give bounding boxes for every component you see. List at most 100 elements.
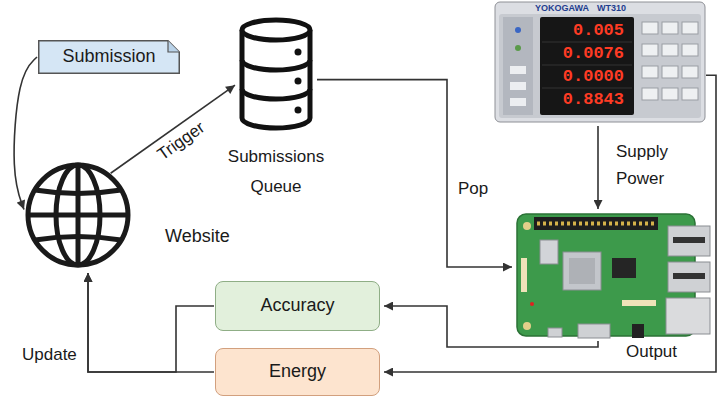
result-box: Accuracy <box>215 281 380 331</box>
node-text: 0.0000 <box>544 65 624 88</box>
connector-arrow <box>111 85 235 173</box>
document-fold <box>168 41 179 52</box>
power-meter-part <box>682 22 698 34</box>
database-icon-part <box>242 89 310 99</box>
raspberry-pi-board-part <box>521 258 527 292</box>
power-meter-part <box>682 44 698 56</box>
power-meter-part <box>499 14 701 118</box>
result-box: Energy <box>215 348 380 396</box>
raspberry-pi-board-part <box>523 322 531 330</box>
text-group: Energy <box>216 349 379 395</box>
website-node: Website <box>23 160 133 270</box>
text-group: Submission <box>38 40 180 74</box>
raspberry-pi-board-part <box>632 324 644 338</box>
globe-icon-part <box>28 213 128 218</box>
power-meter-part <box>510 66 526 74</box>
power-meter-part <box>510 82 526 90</box>
node-text: Website <box>165 226 230 248</box>
power-meter-part <box>515 27 521 33</box>
node-text: WT310 <box>597 3 626 14</box>
raspberry-pi-board <box>517 214 710 338</box>
raspberry-pi-board-part <box>612 258 636 278</box>
power-meter-part <box>515 45 521 51</box>
edge-label-anchor: Supply Power <box>614 138 694 192</box>
queue-node: Submissions Queue <box>240 18 312 130</box>
raspberry-pi-board-part <box>569 258 595 284</box>
power-meter-part <box>662 66 678 78</box>
raspberry-pi-board-part <box>673 273 705 279</box>
database-icon-part <box>242 30 310 128</box>
power-meter-part <box>682 66 698 78</box>
edge-label-anchor: Pop <box>456 178 490 199</box>
raspberry-pi-board-part <box>530 302 534 306</box>
connector-arrow <box>384 306 598 347</box>
node-text: Submissions Queue <box>216 142 336 202</box>
node-text: 0.8843 <box>544 88 624 111</box>
power-meter-part <box>662 88 678 100</box>
power-meter-node: YOKOGAWA WT310 0.0050.00760.00000.8843 <box>495 2 705 124</box>
raspberry-pi-board-part <box>622 300 656 306</box>
globe-icon-part <box>28 165 128 265</box>
edge-label-anchor: Trigger <box>152 116 211 166</box>
edge-label: Pop <box>456 178 490 199</box>
node-text: 0.0076 <box>544 42 624 65</box>
text-group: YOKOGAWA WT310 <box>535 3 626 14</box>
raspberry-pi-node <box>515 212 715 340</box>
connector-arrow <box>88 273 214 372</box>
database-icon <box>242 20 310 128</box>
raspberry-pi-board-part <box>540 240 558 264</box>
power-meter-part <box>495 2 705 122</box>
raspberry-pi-board-part <box>666 298 710 334</box>
power-meter-part <box>682 88 698 100</box>
power-meter-part <box>503 17 533 115</box>
node-text: YOKOGAWA <box>535 3 589 14</box>
raspberry-pi-board-part <box>523 222 531 230</box>
node-text: Submission <box>62 46 155 68</box>
text-group: Submissions Queue <box>216 142 336 202</box>
power-meter-part <box>542 42 632 43</box>
text-group: Accuracy <box>216 282 379 330</box>
power-meter <box>495 2 705 122</box>
power-meter-part <box>642 88 658 100</box>
globe-icon-part <box>35 237 121 241</box>
connector-arrow <box>597 126 599 209</box>
text-group: Website <box>165 226 230 248</box>
connector-arrow <box>14 57 37 210</box>
edge-label: Output <box>624 341 679 362</box>
edge-label: Update <box>20 344 79 365</box>
submission-document: Submission <box>38 40 180 74</box>
database-icon-part <box>295 107 302 114</box>
connector-arrow <box>88 273 214 372</box>
power-meter-part <box>542 65 632 66</box>
power-meter-part <box>542 88 632 89</box>
power-meter-part <box>642 66 658 78</box>
edge-label: Trigger <box>152 116 211 166</box>
raspberry-pi-board-part <box>563 252 601 290</box>
connector-arrow <box>317 80 512 267</box>
raspberry-pi-board-part <box>578 324 610 338</box>
database-icon-part <box>295 78 302 85</box>
globe-icon-part <box>35 190 121 194</box>
raspberry-pi-board-part <box>548 328 562 337</box>
node-text: Energy <box>269 361 326 383</box>
edge-label: Supply Power <box>614 138 694 192</box>
raspberry-pi-board-part <box>668 262 710 292</box>
node-text: Accuracy <box>260 295 334 317</box>
power-meter-part <box>662 22 678 34</box>
document-shape <box>39 41 180 74</box>
power-meter-part <box>642 44 658 56</box>
power-meter-part <box>510 98 526 106</box>
database-icon-part <box>242 20 310 40</box>
power-meter-part <box>662 44 678 56</box>
raspberry-pi-board-part <box>673 237 705 243</box>
edge-label-anchor: Output <box>624 341 679 362</box>
node-text: 0.005 <box>544 19 624 42</box>
database-icon-part <box>242 60 310 70</box>
database-icon-part <box>295 49 302 56</box>
raspberry-pi-board-part <box>537 222 655 226</box>
power-meter-part <box>642 22 658 34</box>
connector-arrow <box>384 75 716 372</box>
text-group: 0.0050.00760.00000.8843 <box>544 19 624 111</box>
edge-label-anchor: Update <box>20 344 79 365</box>
